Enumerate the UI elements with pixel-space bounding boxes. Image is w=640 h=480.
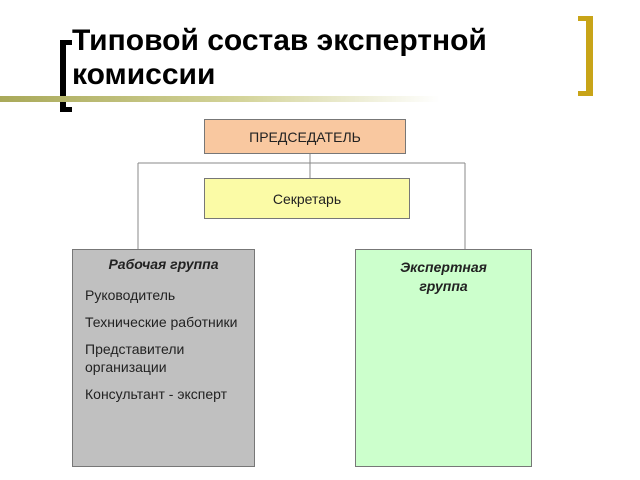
secretary-label: Секретарь [272,190,342,207]
expert-group-box: Экспертная группа [355,249,532,467]
right-bracket-top [578,16,593,21]
working-group-members: Руководитель Технические работники Предс… [85,286,242,403]
left-bracket-top [60,40,72,45]
expert-group-title: Экспертная группа [366,258,521,296]
working-group-title: Рабочая группа [108,256,219,272]
working-group-member: Представители организации [85,341,185,375]
chairman-box: ПРЕДСЕДАТЕЛЬ [204,119,406,154]
slide-title-line-2: комиссии [72,58,216,91]
title-underline [0,96,440,102]
left-bracket [60,40,66,112]
chairman-label: ПРЕДСЕДАТЕЛЬ [249,128,361,145]
secretary-box: Секретарь [204,178,410,219]
slide-title: Типовой состав экспертной комиссии [72,24,572,92]
working-group-member: Консультант - эксперт [85,386,228,402]
right-bracket-bottom [578,91,593,96]
right-bracket [586,16,593,96]
working-group-box: Рабочая группа Руководитель Технические … [72,249,255,467]
working-group-member: Руководитель [85,287,176,303]
left-bracket-bottom [60,107,72,112]
expert-group-title-line-1: Экспертная [400,259,487,275]
slide-title-line-1: Типовой состав экспертной [72,24,487,57]
expert-group-title-line-2: группа [419,278,468,294]
working-group-member: Технические работники [85,314,238,330]
